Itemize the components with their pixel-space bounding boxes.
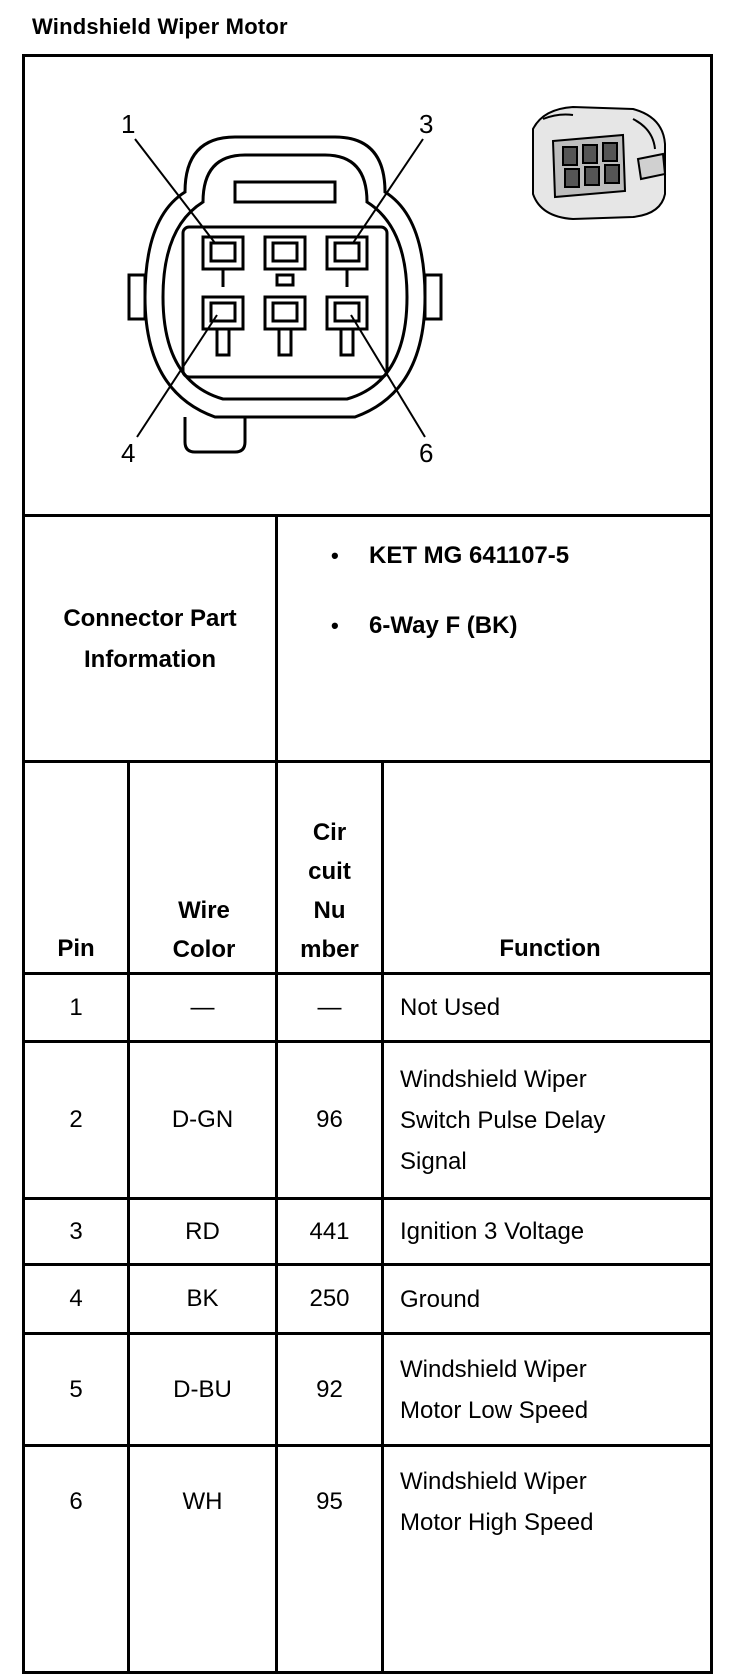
pin-label-3: 3 bbox=[419, 109, 433, 139]
part-info-label: Connector Part Information bbox=[63, 604, 237, 673]
cell-circuit: — bbox=[317, 993, 342, 1021]
divider bbox=[275, 514, 278, 1674]
cell-function: Ground bbox=[400, 1285, 481, 1313]
cell-wire-color: D-BU bbox=[173, 1375, 232, 1403]
divider bbox=[25, 1332, 710, 1335]
cell-wire-color: BK bbox=[186, 1285, 219, 1312]
cell-circuit: 96 bbox=[316, 1106, 343, 1133]
divider bbox=[25, 1444, 710, 1447]
page-title: Windshield Wiper Motor bbox=[32, 14, 288, 39]
cell-circuit: 250 bbox=[309, 1285, 350, 1312]
cell-function: Ignition 3 Voltage bbox=[400, 1218, 585, 1245]
cell-function: Not Used bbox=[400, 994, 501, 1021]
header-pin: Pin bbox=[57, 935, 95, 962]
divider bbox=[25, 1263, 710, 1266]
cell-pin: 5 bbox=[69, 1375, 83, 1403]
cell-circuit: 92 bbox=[316, 1375, 343, 1403]
divider bbox=[25, 1040, 710, 1043]
divider bbox=[127, 760, 130, 1674]
cell-wire-color: WH bbox=[182, 1488, 223, 1515]
cell-wire-color: D-GN bbox=[171, 1106, 234, 1133]
part-info-item: •KET MG 641107-5 bbox=[331, 542, 570, 569]
cell-wire-color: RD bbox=[185, 1217, 220, 1245]
cell-wire-color: — bbox=[190, 993, 215, 1021]
cell-pin: 6 bbox=[69, 1488, 83, 1515]
divider bbox=[25, 1197, 710, 1200]
connector-face-drawing: 1 3 4 6 bbox=[121, 109, 443, 468]
cell-pin: 4 bbox=[69, 1285, 83, 1312]
pin-label-4: 4 bbox=[121, 438, 135, 468]
part-info-item: •6-Way F (BK) bbox=[331, 612, 518, 639]
cell-circuit: 441 bbox=[309, 1217, 350, 1245]
connector-3d-view bbox=[532, 105, 667, 221]
cell-circuit: 95 bbox=[316, 1488, 343, 1515]
divider bbox=[25, 760, 710, 763]
header-function: Function bbox=[499, 935, 601, 962]
cell-pin: 1 bbox=[69, 993, 83, 1021]
divider bbox=[381, 760, 384, 1674]
divider bbox=[25, 514, 710, 517]
pin-label-6: 6 bbox=[419, 438, 433, 468]
cell-pin: 3 bbox=[69, 1217, 83, 1245]
divider bbox=[25, 972, 710, 975]
connector-table: 1 3 4 6 Connector Part bbox=[22, 54, 713, 1674]
cell-pin: 2 bbox=[69, 1106, 83, 1133]
pin-label-1: 1 bbox=[121, 109, 135, 139]
